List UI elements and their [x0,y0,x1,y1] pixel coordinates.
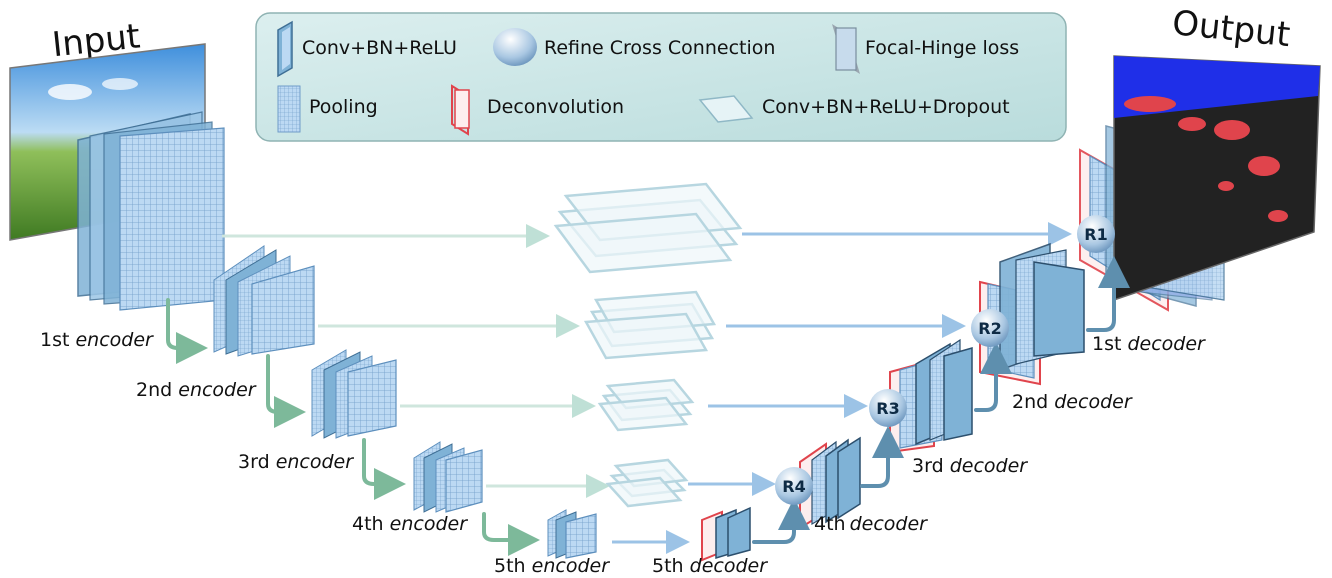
legend: Conv+BN+ReLU Refine Cross Connection Foc… [255,12,1067,142]
decoder-5-stack [701,506,751,562]
refine-node-r1: R1 [1077,215,1115,253]
decoder-5-label: 5th decoder [652,555,768,577]
encoder-2-stack [213,245,315,357]
svg-text:R4: R4 [782,477,805,496]
refine-node-r2: R2 [971,309,1009,347]
decoder-2-label: 2nd decoder [1012,391,1133,413]
refine-node-r4: R4 [775,467,813,505]
output-image [1113,55,1321,302]
legend-deconv-label: Deconvolution [487,96,624,118]
refine-sphere-icon [493,28,537,66]
decoder-3-label: 3rd decoder [912,455,1028,477]
skip-connections [222,222,1072,554]
decoder-1-label: 1st decoder [1092,333,1206,355]
svg-text:R3: R3 [876,399,899,418]
refine-node-r3: R3 [869,389,907,427]
encoder-5-stack [547,509,597,559]
encoder-4-stack [413,441,483,513]
encoder-down-arrows [166,298,540,556]
legend-pooling-label: Pooling [309,96,378,118]
encoder-5-label: 5th encoder [494,555,610,577]
dropout-legend-icon [698,95,754,123]
pooling-legend-icon [277,85,301,133]
conv-legend-icon [277,20,293,78]
legend-conv-label: Conv+BN+ReLU [302,37,457,59]
encoder-4-label: 4th encoder [352,513,468,535]
legend-dropout-label: Conv+BN+ReLU+Dropout [762,96,1010,118]
decoder-up-arrows [752,256,1130,544]
legend-refine-label: Refine Cross Connection [544,37,775,59]
encoder-2-label: 2nd encoder [136,379,257,401]
deconv-legend-icon [451,84,470,136]
svg-text:R2: R2 [978,319,1001,338]
legend-focal-label: Focal-Hinge loss [865,37,1019,59]
encoder-1-label: 1st encoder [40,329,154,351]
svg-text:R1: R1 [1084,225,1107,244]
encoder-1-stack [77,111,225,311]
focal-loss-legend-icon [832,24,860,74]
encoder-3-label: 3rd encoder [238,451,354,473]
dropout-slabs [553,182,743,508]
encoder-3-stack [311,349,397,439]
output-title: Output [1170,3,1292,55]
